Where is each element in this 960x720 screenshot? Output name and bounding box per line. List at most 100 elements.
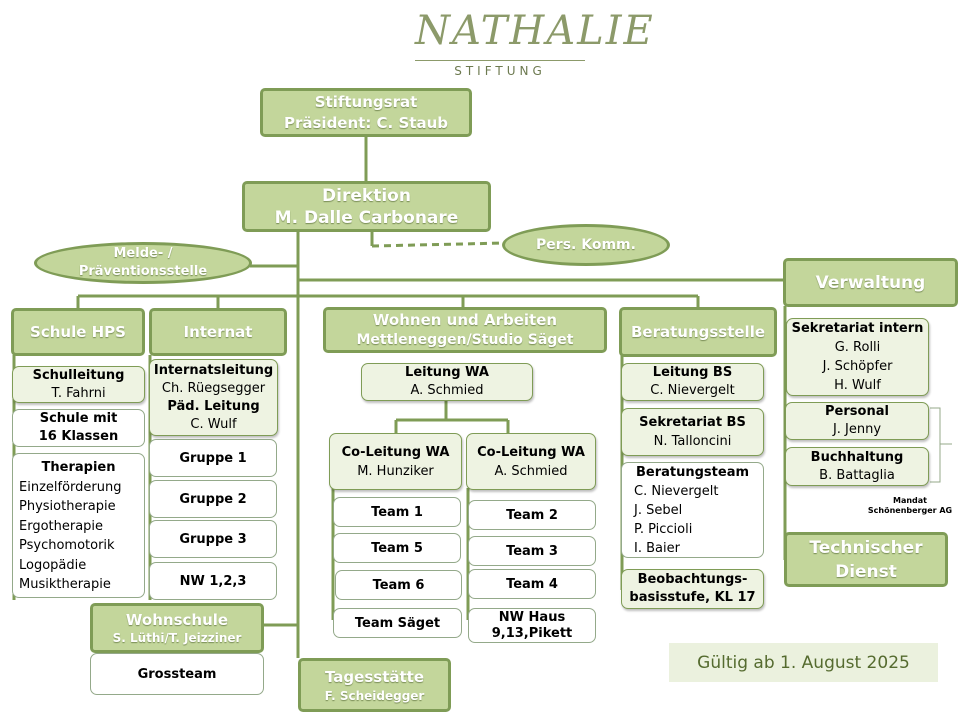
personal-title: Personal: [825, 404, 889, 419]
co-leitung-1-title: Co-Leitung WA: [341, 444, 450, 460]
beobachtungsbasisstufe-box: Beobachtungs- basisstufe, KL 17: [621, 569, 764, 609]
grossteam-box: Grossteam: [90, 653, 264, 695]
paed-leitung-name: C. Wulf: [190, 416, 237, 432]
team-label: Team Säget: [354, 615, 441, 631]
wohnen-arbeiten-subtitle: Mettleneggen/Studio Säget: [356, 332, 574, 348]
internat-header: Internat: [149, 308, 287, 356]
therapien-box: Therapien Einzelförderung Physiotherapie…: [12, 453, 145, 598]
internat-group-label: Gruppe 3: [179, 531, 247, 547]
valid-from-note: Gültig ab 1. August 2025: [669, 643, 938, 682]
team-box: Team 5: [333, 533, 461, 563]
paed-leitung-title: Päd. Leitung: [167, 398, 260, 414]
schule-hps-header: Schule HPS: [11, 308, 145, 356]
grossteam-label: Grossteam: [137, 666, 217, 682]
mandat-line1: Mandat: [892, 496, 927, 505]
leitung-wa-title: Leitung WA: [405, 365, 489, 380]
nw-haus-line2: 9,13,Pikett: [491, 625, 573, 641]
schule-klassen-box: Schule mit 16 Klassen: [12, 409, 145, 447]
technischer-dienst-header: Technischer Dienst: [784, 532, 948, 587]
leitung-wa-box: Leitung WA A. Schmied: [361, 363, 533, 401]
stiftungsrat-box: Stiftungsrat Präsident: C. Staub: [260, 88, 472, 137]
internat-group-box: NW 1,2,3: [149, 562, 277, 600]
mandat-note: Mandat Schönenberger AG: [860, 496, 960, 516]
personal-box: Personal J. Jenny: [785, 402, 929, 440]
sekretariat-intern-name: G. Rolli: [834, 340, 881, 355]
co-leitung-2-name: A. Schmied: [494, 463, 568, 479]
melde-line1: Melde- /: [113, 246, 173, 261]
beratungsteam-member: I. Baier: [634, 540, 680, 556]
team-label: Team 3: [506, 543, 558, 559]
therapie-item: Einzelförderung: [19, 479, 122, 495]
beob-line2: basisstufe, KL 17: [629, 590, 756, 605]
pers-komm-ellipse: Pers. Komm.: [502, 224, 670, 266]
technischer-dienst-line2: Dienst: [835, 561, 897, 582]
team-label: Team 4: [506, 576, 558, 592]
beratungsstelle-title: Beratungsstelle: [630, 322, 766, 341]
beratungsteam-member: J. Sebel: [634, 502, 683, 518]
team-label: Team 6: [372, 577, 425, 593]
internatsleitung-box: Internatsleitung Ch. Rüegsegger Päd. Lei…: [149, 359, 278, 436]
schulleitung-name: T. Fahrni: [51, 385, 106, 401]
stiftungsrat-title: Stiftungsrat: [314, 92, 418, 111]
sekretariat-bs-box: Sekretariat BS N. Talloncini: [621, 408, 764, 456]
team-label: Team 2: [506, 507, 558, 523]
leitung-wa-name: A. Schmied: [410, 383, 484, 398]
buchhaltung-name: B. Battaglia: [819, 467, 895, 483]
therapie-item: Musiktherapie: [19, 577, 111, 592]
stiftungsrat-president: Präsident: C. Staub: [283, 113, 448, 132]
buchhaltung-title: Buchhaltung: [810, 449, 904, 465]
internatsleitung-title: Internatsleitung: [153, 362, 274, 378]
nw-haus-box: NW Haus 9,13,Pikett: [468, 608, 596, 643]
co-leitung-1-name: M. Hunziker: [357, 463, 434, 479]
sekretariat-intern-name: J. Schöpfer: [822, 359, 893, 374]
team-box: Team 4: [468, 569, 596, 599]
schulleitung-title: Schulleitung: [32, 367, 125, 383]
team-label: Team 1: [371, 504, 423, 520]
schule-klassen-line1: Schule mit: [39, 411, 118, 426]
co-leitung-wa-1-box: Co-Leitung WA M. Hunziker: [329, 433, 462, 490]
therapien-title: Therapien: [41, 460, 116, 475]
co-leitung-wa-2-box: Co-Leitung WA A. Schmied: [466, 433, 596, 490]
technischer-dienst-line1: Technischer: [809, 537, 923, 558]
sekretariat-intern-name: H. Wulf: [834, 378, 881, 393]
direktion-name: M. Dalle Carbonare: [274, 207, 459, 228]
therapie-item: Psychomotorik: [19, 538, 115, 553]
logo-divider: [415, 60, 585, 61]
tagesstaette-title: Tagesstätte: [325, 668, 424, 686]
team-box: Team 3: [468, 536, 596, 566]
therapie-item: Ergotherapie: [19, 518, 104, 534]
internat-group-box: Gruppe 2: [149, 480, 277, 518]
verwaltung-header: Verwaltung: [783, 258, 958, 307]
wohnschule-names: S. Lüthi/T. Jeizziner: [112, 631, 242, 645]
beratungsstelle-header: Beratungsstelle: [619, 307, 777, 357]
team-box: Team 2: [468, 500, 596, 530]
mandat-line2: Schönenberger AG: [867, 506, 953, 515]
leitung-bs-title: Leitung BS: [652, 365, 733, 380]
wohnschule-title: Wohnschule: [125, 611, 229, 629]
tagesstaette-header: Tagesstätte F. Scheidegger: [298, 658, 451, 712]
melde-line2: Präventionsstelle: [78, 264, 208, 279]
schule-hps-title: Schule HPS: [30, 322, 126, 341]
beratungsteam-member: P. Piccioli: [634, 521, 693, 537]
beratungsteam-title: Beratungsteam: [635, 464, 750, 480]
leitung-bs-box: Leitung BS C. Nievergelt: [621, 363, 764, 401]
co-leitung-2-title: Co-Leitung WA: [477, 444, 585, 460]
therapie-item: Logopädie: [19, 557, 87, 573]
wohnen-arbeiten-header: Wohnen und Arbeiten Mettleneggen/Studio …: [323, 307, 607, 353]
internat-title: Internat: [183, 322, 253, 341]
wohnschule-header: Wohnschule S. Lüthi/T. Jeizziner: [90, 603, 264, 653]
internat-group-box: Gruppe 1: [149, 439, 277, 477]
direktion-box: Direktion M. Dalle Carbonare: [242, 181, 491, 232]
wohnen-arbeiten-title: Wohnen und Arbeiten: [372, 311, 558, 329]
melde-praeventionsstelle-ellipse: Melde- / Präventionsstelle: [34, 242, 252, 284]
buchhaltung-box: Buchhaltung B. Battaglia: [785, 447, 929, 486]
internat-group-label: Gruppe 1: [179, 450, 247, 466]
pers-komm-label: Pers. Komm.: [536, 237, 636, 253]
beob-line1: Beobachtungs-: [637, 572, 748, 587]
internatsleitung-name: Ch. Rüegsegger: [161, 380, 266, 396]
internat-group-label: NW 1,2,3: [179, 573, 247, 589]
nw-haus-line1: NW Haus: [498, 609, 566, 625]
valid-from-text: Gültig ab 1. August 2025: [697, 652, 910, 673]
tagesstaette-name: F. Scheidegger: [324, 689, 425, 703]
team-box: Team Säget: [333, 608, 462, 638]
